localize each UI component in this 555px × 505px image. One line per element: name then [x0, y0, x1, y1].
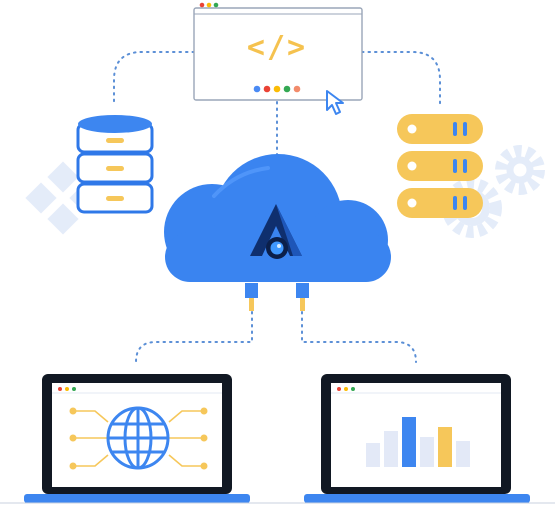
globe-icon: [106, 406, 170, 470]
bar-chart-icon: [366, 417, 470, 467]
cursor-arrow-icon: [326, 90, 344, 115]
cloud-connectors: [245, 283, 309, 311]
server-unit: [397, 114, 483, 144]
brand-logo-icon: [250, 204, 302, 259]
code-window-color-dots: [253, 85, 301, 93]
connector-lines: [113, 51, 441, 363]
connector-cloud-to-right-laptop: [301, 311, 417, 363]
laptop-right: [304, 374, 530, 503]
code-window-dot: [253, 85, 261, 93]
network-traces: [75, 410, 202, 467]
database-icon: [76, 115, 154, 214]
connector-code-to-database: [113, 51, 195, 105]
connector-code-to-servers: [361, 51, 441, 105]
code-window-dot: [263, 85, 271, 93]
cloud-icon: [164, 154, 391, 282]
code-window-dot: [273, 85, 281, 93]
laptop-left: [24, 374, 250, 503]
code-brackets-glyph: </>: [246, 30, 308, 65]
server-unit: [397, 188, 483, 218]
window-controls: [199, 2, 219, 8]
server-rack-icon: [397, 114, 483, 218]
server-unit: [397, 151, 483, 181]
code-window-dot: [293, 85, 301, 93]
code-window: [193, 2, 363, 101]
connector-cloud-to-left-laptop: [135, 311, 253, 363]
code-window-dot: [283, 85, 291, 93]
